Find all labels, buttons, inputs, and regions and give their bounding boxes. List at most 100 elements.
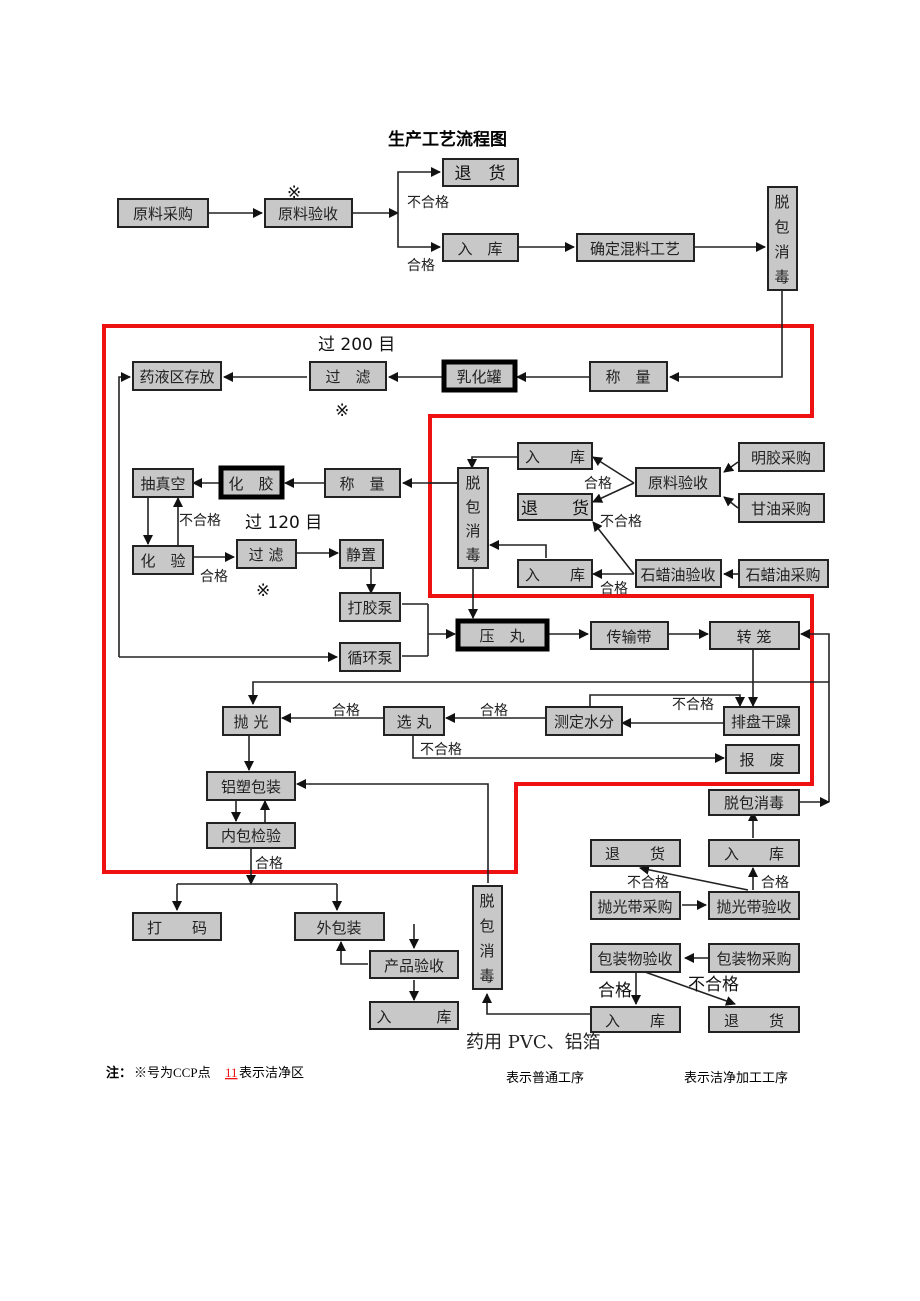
svg-text:入 库: 入 库	[525, 448, 585, 466]
label-pass: 合格	[407, 258, 435, 274]
svg-text:消: 消	[465, 522, 480, 540]
svg-text:抛光带采购: 抛光带采购	[597, 898, 672, 916]
node-stock-3: 入 库	[517, 559, 593, 588]
connectors	[118, 167, 830, 1015]
label-fail: 不合格	[179, 513, 221, 529]
node-paraffin-inspect: 石蜡油验收	[635, 559, 722, 588]
svg-text:入 库: 入 库	[605, 1012, 665, 1030]
svg-text:报 废: 报 废	[739, 751, 784, 769]
node-raw-inspect: 原料验收	[264, 198, 353, 228]
page-title: 生产工艺流程图	[388, 129, 507, 150]
svg-text:包装物采购: 包装物采购	[716, 950, 791, 968]
svg-text:打胶泵: 打胶泵	[347, 599, 392, 617]
node-inner-inspect: 内包检验	[206, 822, 296, 849]
svg-text:退 货: 退 货	[724, 1012, 784, 1030]
node-gel-melt: 化 胶	[218, 465, 285, 500]
svg-text:称 量: 称 量	[339, 475, 384, 493]
svg-text:脱: 脱	[774, 193, 789, 211]
svg-text:包装物验收: 包装物验收	[597, 950, 672, 968]
label-pvc-foil: 药用 PVC、铝箔	[466, 1032, 601, 1053]
svg-text:包: 包	[479, 917, 494, 935]
svg-text:化 胶: 化 胶	[228, 475, 273, 493]
svg-text:乳化罐: 乳化罐	[456, 368, 501, 386]
node-weigh-1: 称 量	[589, 361, 668, 392]
node-gel-pump: 打胶泵	[339, 592, 401, 622]
svg-text:入 库: 入 库	[525, 566, 585, 584]
node-stock-6: 入 库	[590, 1006, 681, 1033]
svg-text:药液区存放: 药液区存放	[139, 368, 214, 386]
svg-text:入 库: 入 库	[457, 240, 502, 258]
ccp-mark: ※	[256, 581, 270, 601]
svg-text:毒: 毒	[774, 268, 789, 286]
ccp-mark: ※	[287, 183, 301, 203]
svg-text:打 码: 打 码	[147, 919, 207, 937]
svg-text:原料验收: 原料验收	[278, 205, 338, 223]
label-pass: 合格	[332, 703, 360, 719]
svg-text:测定水分: 测定水分	[554, 713, 614, 731]
clean-zone-symbol: 11	[225, 1065, 238, 1080]
label-fail: 不合格	[627, 875, 669, 891]
node-stock-5: 入 库	[369, 1001, 459, 1030]
node-return-3: 退 货	[590, 839, 681, 867]
node-unpack-1: 脱 包 消 毒	[767, 186, 798, 291]
svg-text:排盘干躁: 排盘干躁	[731, 713, 791, 731]
node-unpack-3: 脱包消毒	[708, 789, 800, 816]
svg-text:铝塑包装: 铝塑包装	[221, 778, 281, 796]
svg-text:过 滤: 过 滤	[249, 546, 284, 564]
legend-notes: 注： ※号为CCP点 11 表示洁净区 表示普通工序 表示洁净加工工序	[106, 1065, 788, 1085]
svg-text:传输带: 传输带	[606, 628, 651, 646]
svg-text:选 丸: 选 丸	[397, 713, 432, 731]
svg-text:消: 消	[479, 942, 494, 960]
svg-text:石蜡油采购: 石蜡油采购	[745, 566, 820, 584]
node-paraffin-purchase: 石蜡油采购	[738, 559, 829, 588]
svg-text:甘油采购: 甘油采购	[751, 500, 811, 518]
label-mesh-200: 过 200 目	[318, 335, 395, 355]
label-pass: 合格	[200, 569, 228, 585]
svg-text:产品验收: 产品验收	[384, 957, 444, 975]
node-belt-purchase: 抛光带采购	[590, 891, 681, 920]
svg-text:抽真空: 抽真空	[140, 475, 185, 493]
node-unpack-2: 脱 包 消 毒	[457, 467, 489, 569]
label-fail: 不合格	[672, 697, 714, 713]
node-tumbler: 转 笼	[709, 621, 800, 650]
node-belt-inspect: 抛光带验收	[708, 891, 800, 920]
svg-text:压 丸: 压 丸	[479, 627, 524, 645]
svg-text:转 笼: 转 笼	[737, 628, 772, 646]
svg-text:称 量: 称 量	[605, 368, 650, 386]
node-pack-inspect: 包装物验收	[590, 943, 681, 973]
node-gelatin-purchase: 明胶采购	[738, 442, 825, 472]
node-stock-1: 入 库	[442, 233, 519, 262]
svg-text:脱包消毒: 脱包消毒	[724, 794, 784, 812]
svg-text:抛光带验收: 抛光带验收	[716, 898, 791, 916]
svg-text:退 货: 退 货	[521, 499, 589, 519]
ccp-mark: ※	[335, 401, 349, 421]
label-fail: 不合格	[600, 514, 642, 530]
svg-text:过 滤: 过 滤	[325, 368, 370, 386]
node-stock-2: 入 库	[517, 442, 593, 470]
node-vacuum: 抽真空	[132, 468, 194, 498]
svg-text:毒: 毒	[479, 967, 494, 985]
node-pack-purchase: 包装物采购	[708, 943, 800, 973]
node-polish: 抛 光	[222, 706, 281, 736]
label-fail: 不合格	[407, 195, 449, 211]
node-mix-process: 确定混料工艺	[576, 233, 695, 262]
svg-text:确定混料工艺: 确定混料工艺	[590, 240, 680, 258]
node-settle: 静置	[339, 539, 384, 569]
clean-zone-border	[102, 324, 814, 874]
node-return-2: 退 货	[517, 493, 593, 521]
node-emulsify-tank: 乳化罐	[441, 359, 518, 393]
node-select-pill: 选 丸	[383, 706, 445, 736]
note-clean-zone: 表示洁净区	[239, 1065, 304, 1080]
label-pass: 合格	[584, 476, 612, 492]
node-tray-dry: 排盘干躁	[723, 706, 800, 736]
note-prefix: 注：	[106, 1065, 132, 1080]
note-clean-process: 表示洁净加工工序	[684, 1070, 788, 1085]
node-blister-pack: 铝塑包装	[206, 771, 296, 801]
svg-text:入 库: 入 库	[724, 845, 784, 863]
label-pass: 合格	[255, 856, 283, 872]
node-glycerin-purchase: 甘油采购	[738, 493, 825, 523]
node-filter-1: 过 滤	[309, 361, 387, 391]
node-scrap: 报 废	[725, 744, 800, 774]
node-coding: 打 码	[132, 912, 222, 941]
